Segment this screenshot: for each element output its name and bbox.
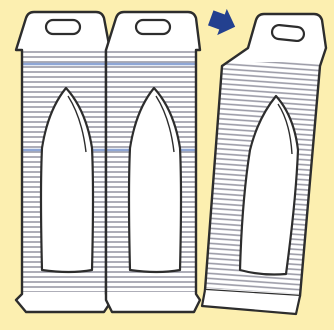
detached-blister-right [186, 6, 334, 320]
attached-blister-middle [100, 10, 204, 317]
hanger-slot-right [271, 24, 304, 41]
hanger-slot-left [46, 20, 80, 34]
attached-blister-left [10, 10, 114, 317]
arrow-right-icon [206, 5, 240, 40]
hanger-slot-middle [136, 20, 170, 34]
